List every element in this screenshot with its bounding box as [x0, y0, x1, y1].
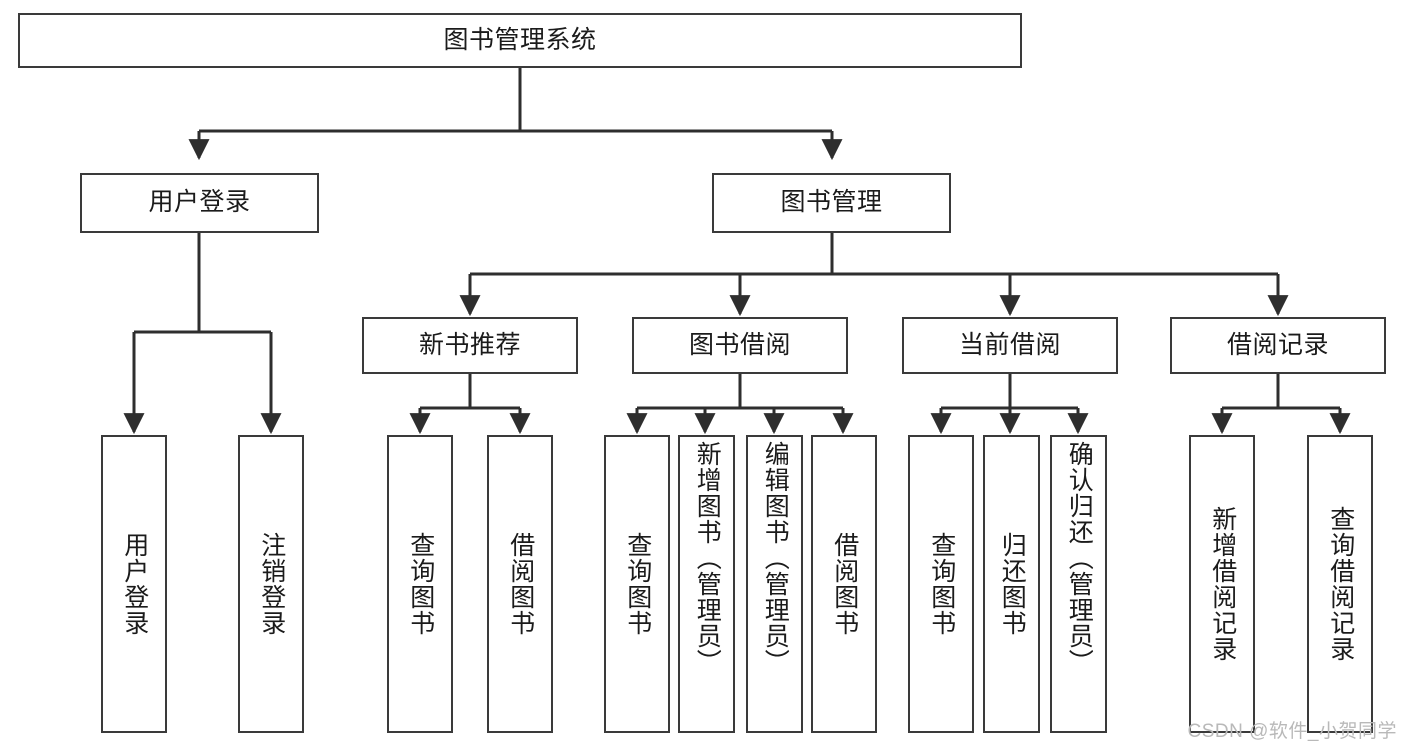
node-new-book-recommend-label: 新书推荐	[418, 330, 521, 359]
node-current-borrow[interactable]: 当前借阅	[902, 317, 1118, 374]
node-borrow-record[interactable]: 借阅记录	[1170, 317, 1386, 374]
leaf-user-logout-label: 注销登录	[257, 532, 286, 636]
node-book-management-label: 图书管理	[780, 188, 883, 217]
node-user-login-label: 用户登录	[148, 188, 251, 217]
node-book-borrow-label: 图书借阅	[688, 330, 791, 359]
leaf-current-query-books[interactable]: 查询图书	[908, 435, 974, 733]
node-book-borrow[interactable]: 图书借阅	[632, 317, 848, 374]
leaf-borrow-edit-book[interactable]: 编辑图书（管理员）	[746, 435, 803, 733]
leaf-record-add-record[interactable]: 新增借阅记录	[1189, 435, 1255, 733]
leaf-current-confirm-return[interactable]: 确认归还（管理员）	[1050, 435, 1107, 733]
node-borrow-record-label: 借阅记录	[1226, 330, 1329, 359]
leaf-current-return-books-label: 归还图书	[998, 532, 1027, 636]
leaf-newbook-borrow-books-label: 借阅图书	[506, 532, 535, 636]
node-new-book-recommend[interactable]: 新书推荐	[362, 317, 578, 374]
leaf-borrow-query-books[interactable]: 查询图书	[604, 435, 670, 733]
node-current-borrow-label: 当前借阅	[958, 330, 1061, 359]
leaf-record-add-record-label: 新增借阅记录	[1208, 506, 1237, 662]
leaf-borrow-borrow-book-label: 借阅图书	[830, 532, 859, 636]
leaf-user-logout[interactable]: 注销登录	[238, 435, 304, 733]
leaf-current-query-books-label: 查询图书	[927, 532, 956, 636]
leaf-newbook-borrow-books[interactable]: 借阅图书	[487, 435, 553, 733]
leaf-newbook-query-books[interactable]: 查询图书	[387, 435, 453, 733]
leaf-record-query-record[interactable]: 查询借阅记录	[1307, 435, 1373, 733]
node-root[interactable]: 图书管理系统	[18, 13, 1022, 68]
node-book-management[interactable]: 图书管理	[712, 173, 951, 233]
node-user-login[interactable]: 用户登录	[80, 173, 319, 233]
leaf-user-login[interactable]: 用户登录	[101, 435, 167, 733]
leaf-current-confirm-return-label: 确认归还（管理员）	[1065, 441, 1094, 675]
leaf-borrow-query-books-label: 查询图书	[623, 532, 652, 636]
leaf-borrow-add-book[interactable]: 新增图书（管理员）	[678, 435, 735, 733]
leaf-borrow-add-book-label: 新增图书（管理员）	[693, 441, 722, 675]
watermark-text: CSDN @软件_小贺同学	[1187, 721, 1397, 742]
leaf-borrow-edit-book-label: 编辑图书（管理员）	[761, 441, 790, 675]
leaf-record-query-record-label: 查询借阅记录	[1326, 506, 1355, 662]
leaf-user-login-label: 用户登录	[120, 532, 149, 636]
leaf-current-return-books[interactable]: 归还图书	[983, 435, 1040, 733]
leaf-newbook-query-books-label: 查询图书	[406, 532, 435, 636]
node-root-label: 图书管理系统	[443, 25, 597, 54]
leaf-borrow-borrow-book[interactable]: 借阅图书	[811, 435, 877, 733]
